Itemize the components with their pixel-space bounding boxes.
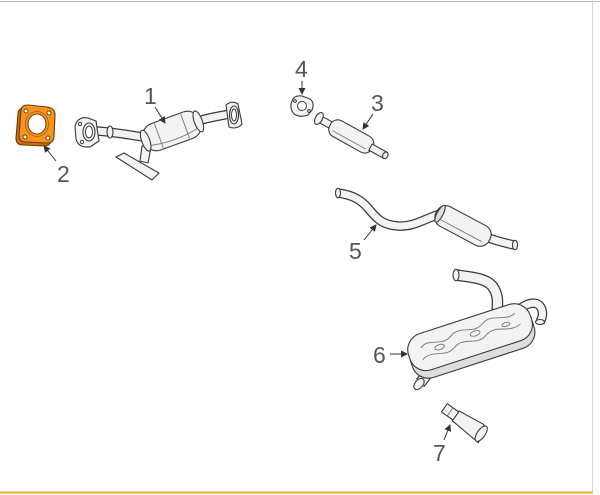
small-gasket-center-hole	[297, 101, 307, 111]
callout-4-label: 4	[295, 56, 308, 82]
gasket-bolt-hole	[45, 135, 51, 141]
intermediate-tailpipe-end	[511, 239, 519, 251]
part-3-resonator-pipe	[313, 112, 389, 160]
callout-3-label: 3	[371, 90, 384, 116]
muffler-inlet-pipe-fill	[455, 270, 502, 313]
part-7-tailpipe-tip	[440, 403, 488, 444]
small-gasket-bolt-hole	[307, 109, 311, 113]
front-flange-bolt-hole	[77, 121, 83, 127]
front-flange-opening	[85, 125, 93, 139]
callout-1-label: 1	[144, 83, 157, 109]
callout-5-leader	[363, 224, 377, 241]
intermediate-resonator-body	[434, 204, 492, 247]
gasket-center-rim	[25, 111, 49, 137]
small-gasket-bolt-hole	[293, 99, 297, 103]
catalytic-converter-body	[139, 110, 205, 152]
rear-flange-opening	[231, 108, 237, 122]
part-6-muffler	[407, 268, 548, 391]
callout-1-leader	[154, 106, 166, 124]
intermediate-pipe-inlet-end	[334, 187, 342, 199]
intermediate-pipe-tube-fill	[337, 189, 442, 230]
callout-5-label: 5	[349, 238, 362, 264]
callout-7-arrow	[443, 424, 452, 441]
part-5-intermediate-pipe	[334, 187, 519, 251]
gasket-center-hole	[27, 113, 47, 135]
callout-7-label: 7	[433, 440, 446, 466]
gasket-bolt-hole	[23, 108, 29, 114]
muffler-inlet-end	[452, 268, 460, 282]
part-2-gasket	[15, 104, 56, 147]
callout-2-arrow	[43, 145, 57, 162]
tip-outlet-end	[474, 425, 488, 442]
part-1-converter-pipe	[74, 101, 243, 181]
muffler-body	[407, 303, 536, 379]
gasket-bolt-hole	[46, 110, 52, 116]
muffler-outlet-end	[413, 377, 425, 391]
gasket-bolt-hole	[22, 134, 28, 140]
converter-bracket-plate	[115, 152, 160, 181]
callout-6-label: 6	[373, 342, 386, 368]
part-4-gasket	[290, 95, 314, 117]
front-flange-bolt-hole	[79, 139, 85, 145]
callout-3-leader	[362, 113, 374, 130]
callout-2-label: 2	[57, 161, 70, 187]
muffler-hanger-end	[534, 318, 546, 326]
resonator-inlet-end	[313, 112, 324, 125]
front-pipe-joint	[106, 125, 114, 139]
resonator-outlet-end	[382, 151, 389, 160]
